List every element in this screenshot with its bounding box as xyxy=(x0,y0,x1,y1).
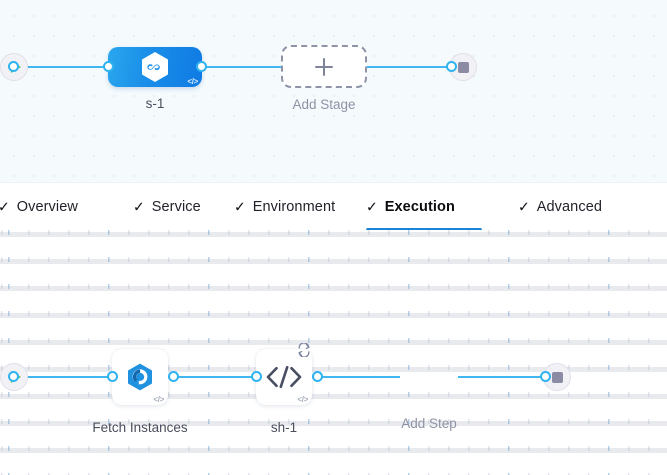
edge-fetch-to-sh1 xyxy=(168,376,256,378)
port-fetch-out[interactable] xyxy=(168,371,179,382)
edge-start-to-fetch xyxy=(22,376,112,378)
edge-addstep-to-end xyxy=(458,376,548,378)
tab-overview[interactable]: ✓ Overview xyxy=(0,183,106,231)
tab-label: Advanced xyxy=(536,198,603,215)
tab-advanced[interactable]: ✓ Advanced xyxy=(518,183,628,231)
check-icon: ✓ xyxy=(518,198,530,214)
check-icon: ✓ xyxy=(366,198,378,214)
edge-addstage-to-end xyxy=(366,66,454,68)
port-exec-start-out[interactable] xyxy=(8,371,19,382)
loop-repeat-icon xyxy=(298,343,310,357)
stop-icon xyxy=(551,371,563,383)
port-sh1-out[interactable] xyxy=(312,371,323,382)
canvas-grid xyxy=(0,230,667,475)
plus-icon xyxy=(315,57,333,76)
add-stage-label: Add Stage xyxy=(292,97,356,112)
port-fetch-in[interactable] xyxy=(107,371,118,382)
tab-label: Overview xyxy=(16,198,78,215)
pipeline-tabs[interactable]: ✓ Overview ✓ Service ✓ Environment ✓ Exe… xyxy=(0,182,667,231)
step-code-badge: </> xyxy=(297,395,308,404)
stage-code-badge: </> xyxy=(187,77,198,86)
stage-node-label-s-1: s-1 xyxy=(145,96,165,111)
tab-label: Service xyxy=(151,198,201,215)
stage-node-s-1[interactable]: </> xyxy=(108,47,202,87)
edge-start-to-s1 xyxy=(22,66,114,68)
canvas-grid-major xyxy=(0,230,667,475)
port-exec-end-in[interactable] xyxy=(540,371,551,382)
tab-service[interactable]: ✓ Service xyxy=(133,183,245,231)
tab-label: Environment xyxy=(252,198,336,215)
port-s1-out[interactable] xyxy=(196,61,207,72)
tab-label: Execution xyxy=(384,198,455,215)
check-icon: ✓ xyxy=(234,198,246,214)
check-icon: ✓ xyxy=(0,198,10,214)
port-end-in[interactable] xyxy=(446,61,457,72)
edge-sh1-to-addstep xyxy=(312,376,400,378)
port-sh1-in[interactable] xyxy=(251,371,262,382)
tab-environment[interactable]: ✓ Environment xyxy=(234,183,353,231)
add-stage-button[interactable] xyxy=(281,45,367,88)
pipeline-stage-canvas[interactable]: </> s-1 Add Stage xyxy=(0,0,667,182)
hexagon-infinity-icon xyxy=(142,52,168,82)
stop-icon xyxy=(457,61,469,73)
add-step-label: Add Step xyxy=(401,416,457,431)
step-node-fetch-instances[interactable]: </> xyxy=(112,349,168,405)
step-label-fetch-instances: Fetch Instances xyxy=(92,420,188,435)
port-start-out[interactable] xyxy=(8,61,19,72)
edge-s1-to-addstage xyxy=(196,66,282,68)
check-icon: ✓ xyxy=(133,198,145,214)
step-node-sh-1[interactable]: </> xyxy=(256,349,312,405)
execution-steps-canvas[interactable]: </> Fetch Instances </> sh-1 Add Step xyxy=(0,230,667,475)
step-label-sh-1: sh-1 xyxy=(270,420,298,435)
port-s1-in[interactable] xyxy=(103,61,114,72)
tab-execution[interactable]: ✓ Execution xyxy=(366,183,482,231)
code-brackets-icon xyxy=(266,365,302,389)
step-code-badge: </> xyxy=(153,395,164,404)
harness-hexagon-e-icon xyxy=(128,363,152,391)
